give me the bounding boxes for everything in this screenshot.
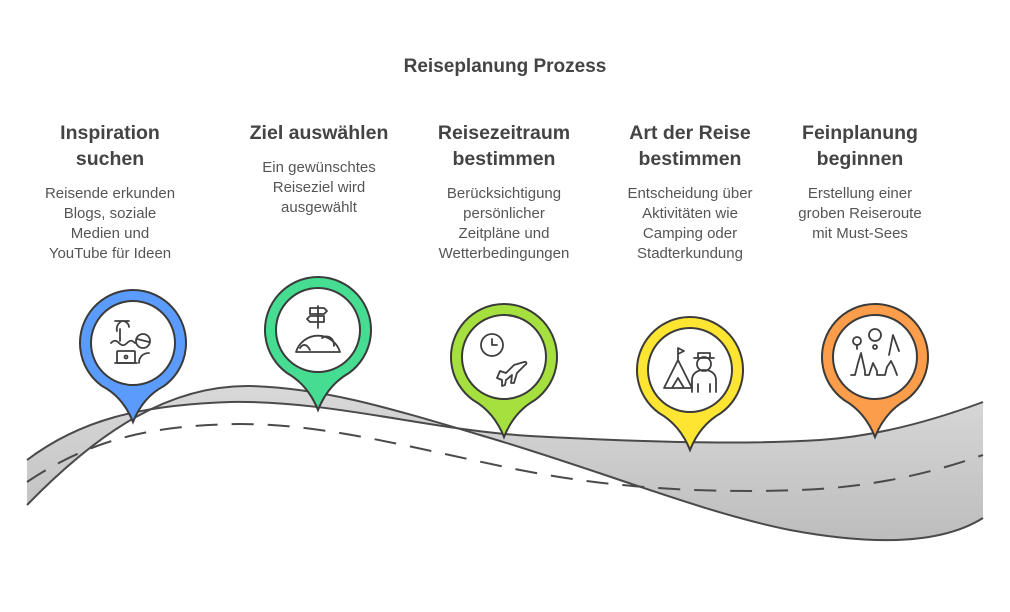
desc-line: Medien und: [70, 225, 150, 242]
desc-line: Entscheidung über: [627, 185, 753, 202]
desc-line: Wetterbedingungen: [438, 245, 570, 262]
desc-line: Reisende erkunden: [44, 185, 176, 202]
pin-inner-circle: [461, 314, 547, 400]
diagram-title: Reiseplanung Prozess: [403, 56, 607, 77]
road-top-edge: [26, 400, 984, 461]
desc-line: Aktivitäten wie: [642, 205, 738, 222]
map-pin-4: [636, 316, 744, 453]
desc-line: Erstellung einer: [807, 185, 913, 202]
road-bottom-edge: [26, 384, 984, 542]
road: [27, 385, 983, 541]
heading-line: Inspiration: [60, 122, 160, 144]
tent-explorer-icon: [663, 347, 717, 393]
step-description: Ein gewünschtes Reiseziel wird ausgewähl…: [229, 158, 409, 218]
desc-line: Zeitpläne und: [458, 225, 550, 242]
step-reisezeitraum: Reisezeitraum bestimmen Berücksichtigung…: [414, 120, 594, 264]
heading-line: bestimmen: [452, 148, 556, 170]
heading-line: beginnen: [816, 148, 904, 170]
desc-line: persönlicher: [463, 205, 545, 222]
step-description: Entscheidung über Aktivitäten wie Campin…: [600, 184, 780, 264]
step-description: Berücksichtigung persönlicher Zeitpläne …: [414, 184, 594, 264]
beach-laptop-icon: [110, 320, 151, 364]
heading-line: Ziel auswählen: [249, 122, 389, 144]
step-heading: Feinplanung beginnen: [770, 120, 950, 172]
desc-line: YouTube für Ideen: [48, 245, 172, 262]
step-feinplanung: Feinplanung beginnen Erstellung einer gr…: [770, 120, 950, 244]
map-pin-2: [264, 276, 372, 413]
desc-line: Berücksichtigung: [446, 185, 562, 202]
step-heading: Reisezeitraum bestimmen: [414, 120, 594, 172]
step-heading: Inspiration suchen: [20, 120, 200, 172]
step-heading: Ziel auswählen: [229, 120, 409, 146]
map-pin-3: [450, 303, 558, 440]
clock-airplane-icon: [480, 333, 528, 387]
desc-line: Blogs, soziale: [63, 205, 157, 222]
desc-line: groben Reiseroute: [798, 205, 922, 222]
step-ziel: Ziel auswählen Ein gewünschtes Reiseziel…: [229, 120, 409, 218]
desc-line: Reiseziel wird: [272, 179, 366, 196]
heading-line: Feinplanung: [802, 122, 918, 144]
signpost-globe-icon: [295, 305, 341, 353]
step-description: Erstellung einer groben Reiseroute mit M…: [770, 184, 950, 244]
desc-line: ausgewählt: [281, 199, 357, 216]
city-landmarks-icon: [850, 328, 900, 376]
heading-line: Reisezeitraum: [437, 122, 571, 144]
road-center-dashes: [26, 422, 984, 492]
heading-line: bestimmen: [638, 148, 742, 170]
desc-line: mit Must-Sees: [812, 225, 908, 242]
pin-inner-circle: [647, 327, 733, 413]
pin-inner-circle: [832, 314, 918, 400]
pin-inner-circle: [90, 300, 176, 386]
pin-inner-circle: [275, 287, 361, 373]
step-art-der-reise: Art der Reise bestimmen Entscheidung übe…: [600, 120, 780, 264]
desc-line: Stadterkundung: [637, 245, 743, 262]
heading-line: suchen: [75, 148, 145, 170]
step-description: Reisende erkunden Blogs, soziale Medien …: [20, 184, 200, 264]
map-pin-5: [821, 303, 929, 440]
desc-line: Ein gewünschtes: [262, 159, 376, 176]
heading-line: Art der Reise: [629, 122, 751, 144]
step-inspiration: Inspiration suchen Reisende erkunden Blo…: [20, 120, 200, 264]
desc-line: Camping oder: [642, 225, 738, 242]
map-pin-1: [79, 289, 187, 425]
step-heading: Art der Reise bestimmen: [600, 120, 780, 172]
